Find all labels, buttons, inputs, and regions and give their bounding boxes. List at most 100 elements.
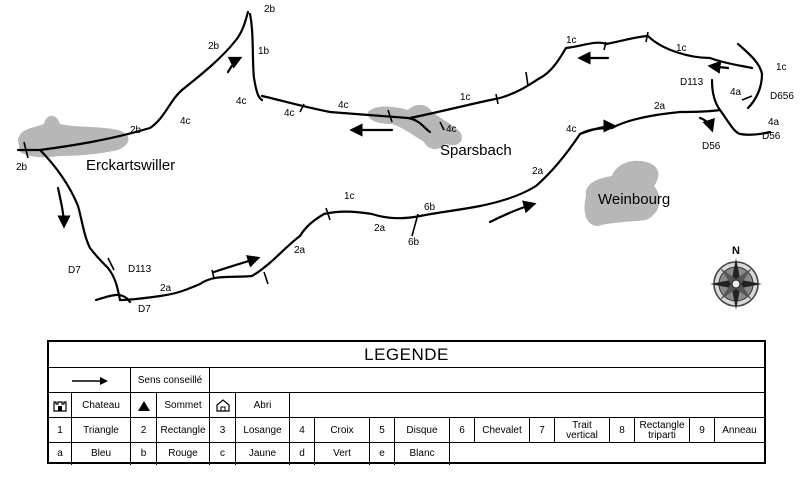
legend-title: LEGENDE: [364, 344, 449, 364]
legend-color-label: Vert: [314, 443, 369, 465]
trail-label: 4a: [768, 117, 780, 128]
trail-4c-center: [260, 94, 432, 134]
trail-label: 1c: [566, 35, 577, 46]
shelter-house-icon: [209, 393, 235, 418]
trail-label: 1c: [344, 191, 355, 202]
summit-triangle-icon: [130, 393, 156, 418]
trail-label: 4c: [338, 100, 349, 111]
legend-empty-cell: [289, 393, 764, 418]
legend-color-code: e: [369, 443, 394, 465]
legend-shape-num: 6: [449, 418, 474, 443]
direction-arrow: [578, 119, 617, 136]
trail-label: 4c: [566, 124, 577, 135]
legend-symbol-label: Abri: [235, 393, 289, 418]
town-erckartswiller: Erckartswiller: [86, 157, 175, 174]
compass-north-label: N: [732, 245, 740, 257]
trail-label: 1b: [258, 46, 270, 57]
legend-shape-label: Triangle: [71, 418, 130, 443]
legend-arrow-cell: [49, 368, 130, 393]
road-label: D7: [68, 265, 81, 276]
town-weinbourg: Weinbourg: [598, 191, 670, 208]
road-label: D656: [770, 91, 794, 102]
legend-shape-label: Rectangle triparti: [634, 418, 689, 443]
arrow-icon: [71, 376, 108, 385]
trail-label: 4c: [180, 116, 191, 127]
trail-labels: 2b 2b 1b 4c 4c 4c 2b 4c 2b 1c 1c 1c 1c 4…: [16, 4, 787, 294]
legend-color-label: Jaune: [235, 443, 289, 465]
legend-arrow-label: Sens conseillé: [130, 368, 209, 393]
legend-shape-label: Croix: [314, 418, 369, 443]
direction-arrow: [226, 56, 243, 74]
trail-ticks: [23, 31, 753, 285]
trail-label: 1c: [776, 62, 787, 73]
trail-2b-north: [16, 10, 250, 152]
direction-arrow: [707, 60, 730, 74]
legend-shape-num: 7: [529, 418, 554, 443]
trail-4a: [710, 78, 772, 136]
road-labels: D113 D7 D7 D113 D656 D56 D56: [68, 77, 794, 315]
legend-shape-num: 3: [209, 418, 235, 443]
legend-symbol-label: Chateau: [71, 393, 130, 418]
road-label: D113: [128, 264, 152, 275]
trail-label: 4c: [284, 108, 295, 119]
legend-color-label: Rouge: [156, 443, 209, 465]
legend-row-colors: a Bleu b Rouge c Jaune d Vert e Blanc: [49, 442, 764, 465]
compass-rose-icon: N: [710, 245, 762, 310]
road-label: D113: [680, 77, 704, 88]
trail-label: 2a: [654, 101, 666, 112]
legend-shape-label: Disque: [394, 418, 449, 443]
trail-label: 2b: [130, 125, 142, 136]
legend-color-code: d: [289, 443, 314, 465]
legend-color-label: Blanc: [394, 443, 449, 465]
castle-icon: [49, 393, 71, 418]
legend-table: LEGENDE Sens conseillé Chateau Sommet Ab…: [47, 340, 766, 465]
hiking-map: Erckartswiller Sparsbach Weinbourg 2b 2b…: [16, 4, 794, 315]
trail-label: 2a: [294, 245, 306, 256]
road-label: D7: [138, 304, 151, 315]
legend-shape-num: 8: [609, 418, 634, 443]
direction-arrow: [488, 200, 537, 224]
legend-shape-label: Anneau: [714, 418, 764, 443]
legend-row-shapes: 1 Triangle 2 Rectangle 3 Losange 4 Croix…: [49, 417, 764, 443]
direction-arrows: [56, 51, 730, 274]
trail-label: 4a: [730, 87, 742, 98]
legend-shape-label: Rectangle: [156, 418, 209, 443]
legend-shape-num: 2: [130, 418, 156, 443]
legend-empty-cell: [209, 368, 764, 393]
legend-row-direction: Sens conseillé: [49, 367, 764, 393]
trail-label: 2b: [264, 4, 276, 15]
trail-label: 1c: [676, 43, 687, 54]
direction-arrow: [212, 255, 261, 274]
trail-label: 2a: [374, 223, 386, 234]
weinbourg-area: [584, 160, 660, 226]
trail-west-south: [38, 148, 122, 302]
direction-arrow: [698, 116, 715, 133]
trail-1c-north: [408, 34, 754, 120]
legend-shape-num: 5: [369, 418, 394, 443]
trail-label: 4c: [446, 124, 457, 135]
legend-shape-label: Losange: [235, 418, 289, 443]
trail-1c-east: [736, 42, 764, 110]
legend-shape-label: Chevalet: [474, 418, 529, 443]
trail-label: 6b: [408, 237, 420, 248]
legend-shape-num: 4: [289, 418, 314, 443]
trail-label: 2b: [208, 41, 220, 52]
trail-d7: [94, 293, 132, 304]
trail-label: 6b: [424, 202, 436, 213]
legend-shape-num: 1: [57, 424, 63, 436]
legend-symbol-label: Sommet: [156, 393, 209, 418]
trail-label: 2b: [16, 162, 28, 173]
road-label: D56: [762, 131, 781, 142]
direction-arrow: [56, 186, 71, 229]
legend-shape-num: 9: [689, 418, 714, 443]
trail-1b: [248, 12, 264, 102]
legend-color-code: c: [209, 443, 235, 465]
legend-color-code: b: [130, 443, 156, 465]
legend-shape-label: Trait vertical: [554, 418, 609, 443]
erckartswiller-area: [18, 115, 129, 158]
legend-end-rule: [449, 443, 450, 465]
trail-label: 2a: [160, 283, 172, 294]
legend-row-symbols: Chateau Sommet Abri: [49, 392, 764, 418]
legend-color-label: Bleu: [71, 443, 130, 465]
trail-label: 1c: [460, 92, 471, 103]
